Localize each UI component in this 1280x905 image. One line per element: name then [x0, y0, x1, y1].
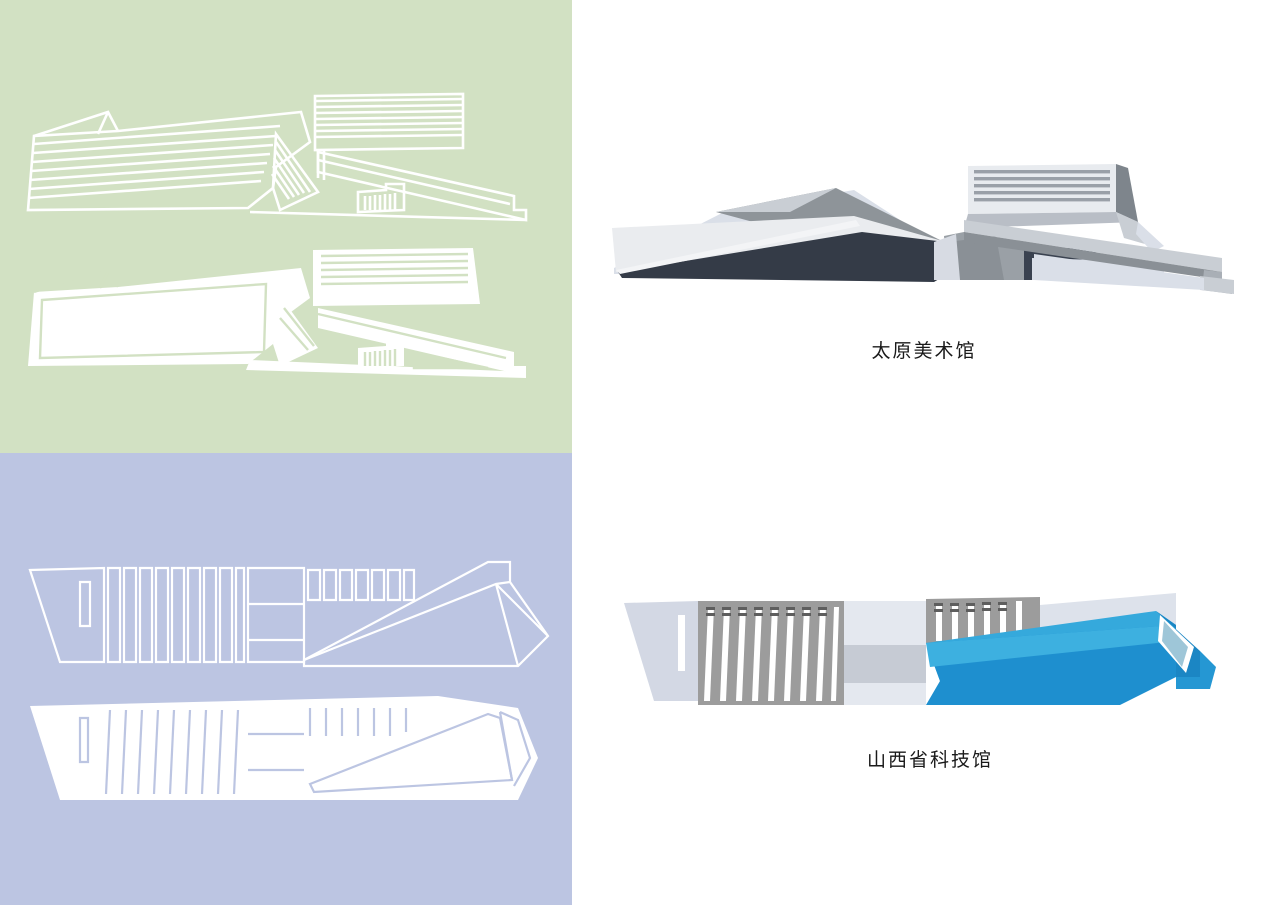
- science-museum-color-render: [620, 585, 1250, 730]
- art-box-plinth: [964, 212, 1138, 228]
- art-box-side: [1116, 164, 1138, 222]
- art-roof-facet: [716, 188, 836, 212]
- green-background-panel: [0, 0, 572, 453]
- sci-left-slot: [678, 615, 685, 671]
- sci-blue-upper-face: [926, 625, 1176, 667]
- sci-blue-tip: [1176, 651, 1216, 689]
- art-museum-color-render: [604, 150, 1244, 320]
- art-base-shadow: [618, 232, 946, 282]
- sci-pale-block-lower: [842, 683, 926, 705]
- art-museum-solid-drawing: [18, 248, 558, 388]
- sci-fin-caps-right: [934, 602, 1007, 612]
- sci-fin-caps-left: [706, 607, 827, 616]
- art-louver-bands: [974, 170, 1110, 202]
- art-ramp-foot: [1200, 276, 1234, 294]
- art-museum-caption: 太原美术馆: [871, 341, 977, 362]
- blue-background-panel: [0, 453, 572, 905]
- art-base-sliver: [616, 220, 860, 274]
- art-right-pale: [934, 234, 960, 280]
- sci-fin-slits-right: [936, 601, 1022, 641]
- art-ramp-side: [964, 232, 1222, 280]
- art-ramp-under: [1034, 254, 1204, 290]
- art-museum-outline-drawing: [18, 92, 558, 232]
- art-right-mass-dark: [948, 236, 1004, 280]
- sci-mid-block: [842, 645, 926, 683]
- sci-left-trapezoid: [624, 601, 698, 701]
- sci-glass-pane: [1162, 621, 1188, 667]
- science-museum-outline-drawing: [18, 548, 558, 688]
- art-ramp-top: [964, 220, 1222, 272]
- science-museum-solid-drawing: [18, 688, 558, 828]
- art-louver-box: [968, 164, 1116, 214]
- sci-fin-slits-left: [704, 607, 839, 701]
- science-museum-caption: 山西省科技馆: [866, 750, 993, 771]
- art-plinth-pale: [1136, 222, 1164, 252]
- sci-pale-block-upper: [842, 601, 926, 645]
